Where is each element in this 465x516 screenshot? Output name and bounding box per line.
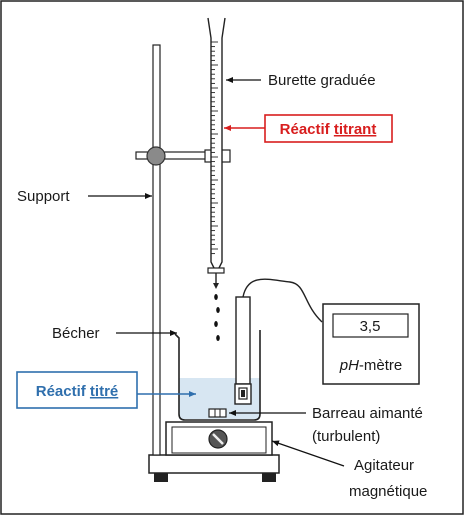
burette-clamp [135,146,231,166]
support-rod [152,44,161,456]
titre-label-box [16,371,138,409]
burette-label: Burette graduée [268,72,376,89]
barreau-label-line2: (turbulent) [312,428,380,445]
titrant-label-box [264,114,393,143]
agitateur-label-line1: Agitateur [354,457,414,474]
ph-electrode [234,278,323,405]
titrant-drops [214,294,220,341]
titre-label: Réactif titré [36,383,119,400]
ph-value: 3,5 [360,318,381,335]
support-base [148,454,280,482]
barreau-label-line1: Barreau aimanté [312,405,423,422]
titrant-label: Réactif titrant [280,121,377,138]
burette-graduations [211,41,218,255]
burette [207,17,226,289]
ph-meter: 3,5 pH-mètre [322,303,420,385]
support-label: Support [17,188,70,205]
becher-label: Bécher [52,325,100,342]
ph-display [332,313,409,338]
agitateur-label-line2: magnétique [349,483,427,500]
magnetic-stirrer [165,421,273,456]
stir-bar [208,408,227,418]
agitateur-arrow [271,440,345,467]
ph-meter-label: pH-mètre [339,357,403,374]
